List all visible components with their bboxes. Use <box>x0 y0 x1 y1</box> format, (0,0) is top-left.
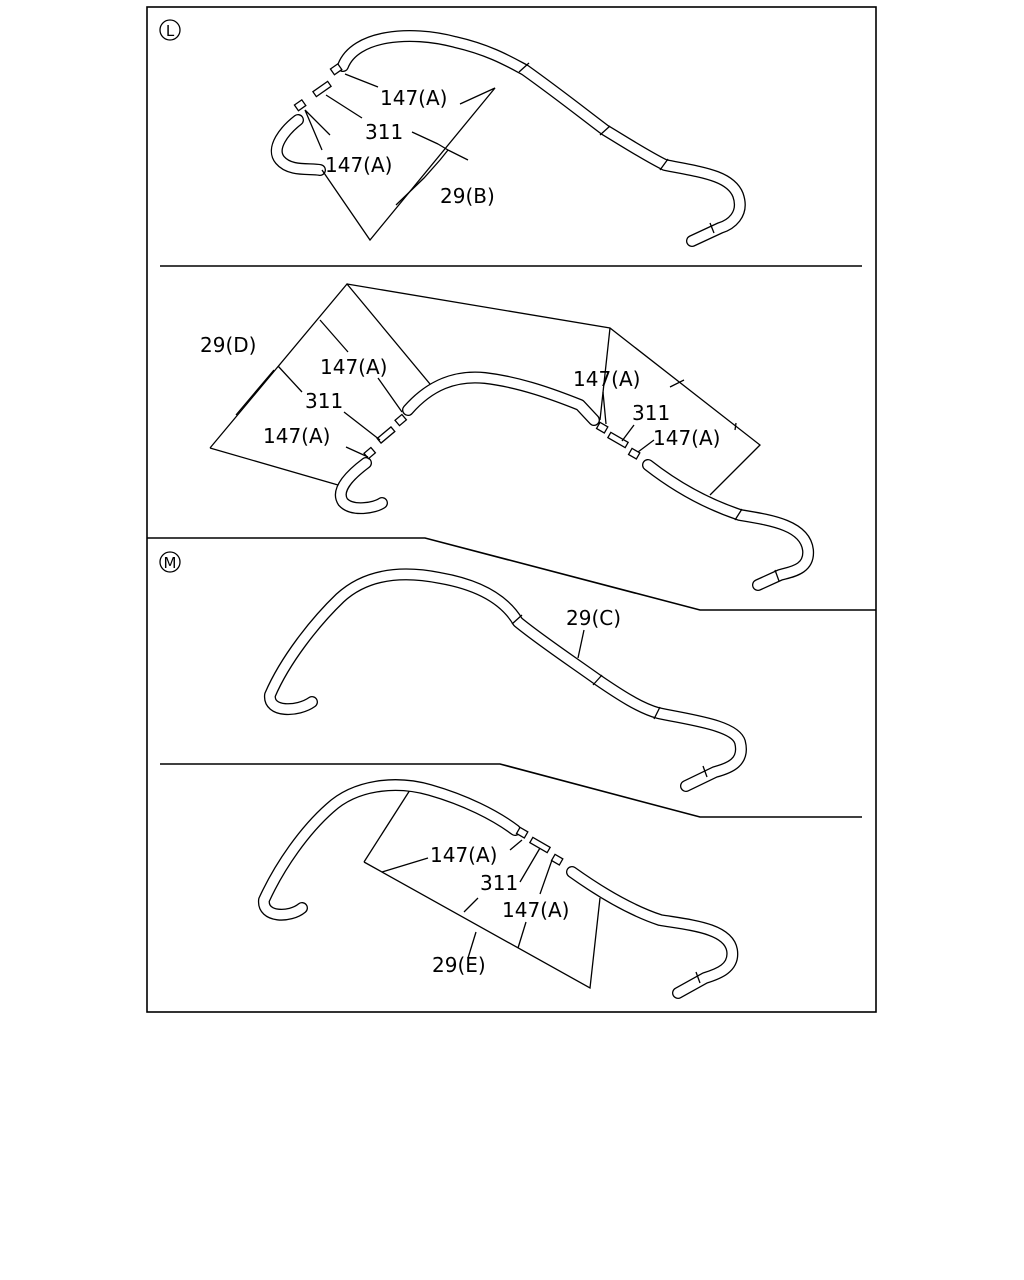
hose-clamp <box>627 447 641 460</box>
callout-label: 29(E) <box>432 953 486 977</box>
leader-line <box>517 921 527 949</box>
hose <box>264 568 747 792</box>
leader-line <box>304 109 331 151</box>
callout-label: 311 <box>305 389 343 413</box>
callout-bracket <box>599 327 611 421</box>
hose <box>334 457 388 515</box>
leader-line <box>447 149 469 161</box>
section-marker-circle <box>159 19 181 41</box>
callout-label: 147(A) <box>320 355 387 379</box>
callout-label: 29(C) <box>566 606 621 630</box>
hose-clamp <box>595 421 609 434</box>
leader-line <box>669 379 685 388</box>
leader-line <box>321 87 496 242</box>
callout-bracket <box>363 789 411 863</box>
leader-line <box>377 377 403 413</box>
leader-line <box>277 365 303 393</box>
callout-label: 147(A) <box>380 86 447 110</box>
leader-line <box>325 94 363 119</box>
leader-line <box>467 931 477 959</box>
leader-line <box>395 131 449 206</box>
hose <box>258 779 521 921</box>
leader-line <box>235 369 275 416</box>
hose-clamp <box>293 98 307 112</box>
callout-label: 147(A) <box>430 843 497 867</box>
connector-pipe <box>312 80 332 98</box>
hose <box>270 114 326 176</box>
hose-clamp <box>363 446 377 460</box>
leader-line <box>319 319 349 353</box>
callout-label: 29(D) <box>200 333 256 357</box>
hose <box>642 459 815 591</box>
section-marker-label: M <box>164 554 177 572</box>
hose <box>337 30 746 247</box>
leader-line <box>344 73 379 88</box>
section-m: M 29(C) <box>159 551 747 792</box>
leader-line <box>345 446 369 458</box>
leader-line <box>509 839 523 851</box>
callout-label: 147(A) <box>502 898 569 922</box>
separator-line <box>160 763 862 818</box>
section-e: 147(A) 311 147(A) 29(E) <box>258 779 739 999</box>
leader-line <box>381 857 429 873</box>
section-l: L 147(A) 311 147(A) 29(B) <box>159 19 746 247</box>
leader-line <box>602 391 607 425</box>
leader-line <box>577 629 585 659</box>
section-d: 29(D) 147(A) 311 147(A) 147(A) 311 147(A… <box>200 282 815 591</box>
hose <box>566 866 739 999</box>
leader-line <box>621 424 635 442</box>
hose <box>402 371 600 426</box>
leader-line <box>463 847 541 913</box>
section-marker-label: L <box>166 22 175 40</box>
connector-pipe <box>606 431 630 449</box>
callout-label: 311 <box>480 871 518 895</box>
diagram-frame <box>146 6 877 1013</box>
leader-line <box>343 411 381 441</box>
callout-bracket <box>209 447 339 486</box>
hose-clamp <box>550 853 564 866</box>
separator-line <box>147 537 876 611</box>
hose-clamp <box>515 826 529 839</box>
callout-label: 311 <box>365 120 403 144</box>
callout-label: 147(A) <box>573 367 640 391</box>
callout-label: 311 <box>632 401 670 425</box>
callout-label: 147(A) <box>263 424 330 448</box>
leader-line <box>539 859 553 895</box>
callout-bracket <box>346 283 761 496</box>
leader-line <box>637 439 655 453</box>
callout-label: 147(A) <box>653 426 720 450</box>
hose-clamp <box>329 62 343 76</box>
callout-label: 29(B) <box>440 184 495 208</box>
connector-pipe <box>528 836 552 854</box>
section-marker-circle <box>159 551 181 573</box>
callout-bracket <box>363 861 601 990</box>
callout-label: 147(A) <box>325 153 392 177</box>
leader-line <box>734 422 737 431</box>
connector-pipe <box>376 426 396 444</box>
hose-clamp <box>394 413 408 427</box>
